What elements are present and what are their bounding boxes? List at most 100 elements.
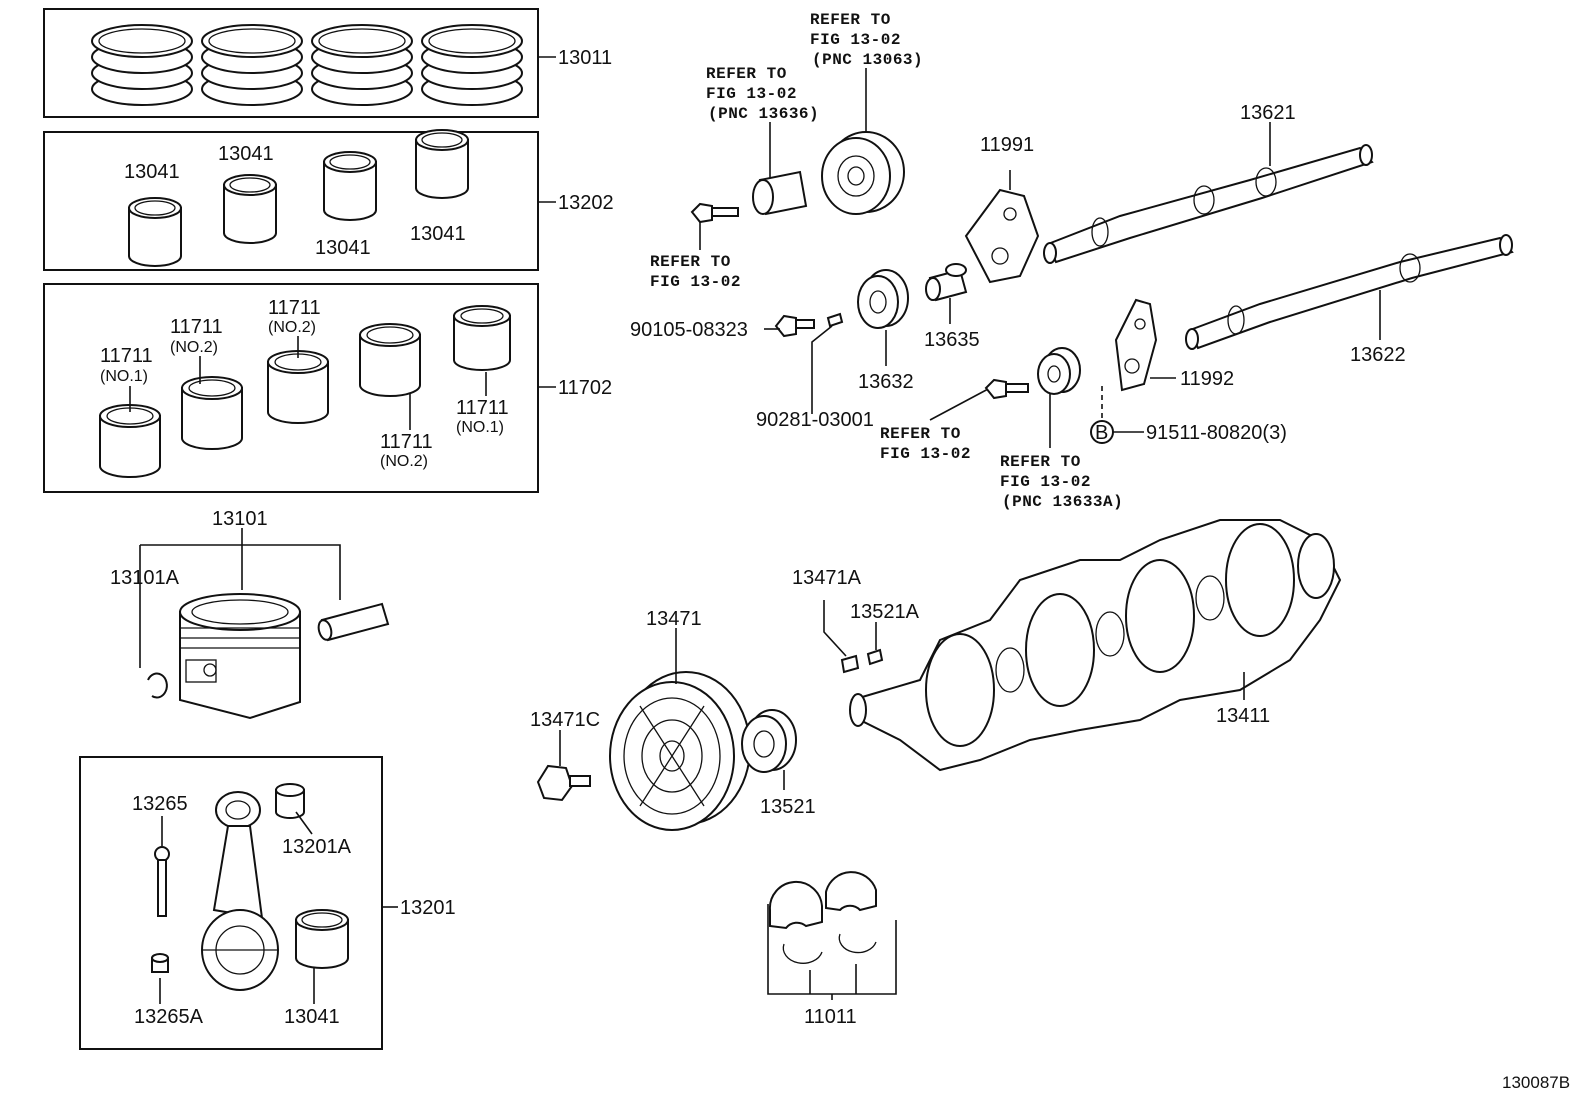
connecting-rod-icon <box>201 791 279 991</box>
cam-gear-icon <box>821 131 905 215</box>
note-refer-bolt-2: REFER TO FIG 13-02 <box>880 387 991 463</box>
bolt-90105-icon <box>774 314 815 338</box>
pn-13101: 13101 <box>212 508 268 530</box>
pn-90281-03001: 90281-03001 <box>756 409 874 431</box>
crank-area: 13471 13471C 13521 13471A 13521A <box>530 519 1342 1028</box>
svg-text:(PNC 13063): (PNC 13063) <box>812 51 923 69</box>
svg-text:FIG 13-02: FIG 13-02 <box>880 445 971 463</box>
pn-13201: 13201 <box>400 897 456 919</box>
svg-text:FIG 13-02: FIG 13-02 <box>650 273 741 291</box>
crank-sprocket-icon <box>741 709 797 773</box>
pn-11991: 11991 <box>980 134 1034 156</box>
camshaft-area: REFER TO FIG 13-02 (PNC 13063) REFER TO … <box>630 11 1514 511</box>
svg-text:FIG 13-02: FIG 13-02 <box>1000 473 1091 491</box>
cam-sleeve-icon <box>752 170 808 216</box>
piston-ring-set-icon <box>91 24 523 106</box>
small-bolt-icon <box>690 202 739 224</box>
note-refer-13636: REFER TO FIG 13-02 (PNC 13636) <box>706 65 819 178</box>
svg-text:FIG 13-02: FIG 13-02 <box>706 85 797 103</box>
crankshaft-icon <box>849 519 1342 772</box>
pn-91511-80820: 91511-80820(3) <box>1146 422 1287 444</box>
pn-13411: 13411 <box>1216 705 1270 727</box>
piston-icon <box>179 593 301 720</box>
key-13471a-icon <box>840 654 860 674</box>
note-refer-13633a: REFER TO FIG 13-02 (PNC 13633A) <box>1000 390 1123 511</box>
piston-assembly: 13101 13101A <box>110 508 390 720</box>
pin-90281-icon <box>826 312 844 328</box>
pn-13041-d: 13041 <box>410 223 466 245</box>
bolt-lower-icon <box>984 378 1029 400</box>
nut-icon <box>151 953 169 973</box>
pulley-bolt-icon <box>536 764 591 802</box>
rod-bearing-set-box: 13202 13041 13041 13041 13041 <box>43 129 614 271</box>
pn-11702: 11702 <box>558 377 612 399</box>
diagram-id: 130087B <box>1502 1073 1570 1092</box>
sleeve-13635-icon <box>925 263 968 302</box>
pn-13621: 13621 <box>1240 102 1296 124</box>
rod-bearing-icon <box>128 129 469 267</box>
pn-11711-no2-c: 11711 <box>380 431 433 453</box>
pn-13521: 13521 <box>760 796 816 818</box>
note-refer-bolt-1: REFER TO FIG 13-02 <box>650 222 741 291</box>
pn-11711-no1-right: 11711 <box>456 397 509 419</box>
sub-no2-a: (NO.2) <box>170 339 218 356</box>
crank-pulley-icon <box>609 671 751 831</box>
pn-13202: 13202 <box>558 192 614 214</box>
svg-text:FIG 13-02: FIG 13-02 <box>810 31 901 49</box>
pn-11711-no2-a: 11711 <box>170 316 223 338</box>
pn-13635: 13635 <box>924 329 980 351</box>
pn-13471: 13471 <box>646 608 702 630</box>
pn-13101a: 13101A <box>110 567 180 589</box>
pn-13521a: 13521A <box>850 601 920 623</box>
thrust-washer-icon <box>768 871 877 964</box>
svg-text:REFER TO: REFER TO <box>1000 453 1081 471</box>
bolt-icon <box>154 846 170 917</box>
connecting-rod-box: 13201 13265 13201A 13 <box>79 756 456 1050</box>
pn-11011: 11011 <box>804 1006 857 1028</box>
cam-plate-11991-icon <box>964 170 1040 284</box>
rod-bush-icon <box>275 783 305 819</box>
sub-no1-left: (NO.1) <box>100 368 148 385</box>
rod-bearing-small-icon <box>295 909 349 969</box>
key-13521a-icon <box>866 648 884 666</box>
svg-text:(PNC 13633A): (PNC 13633A) <box>1002 493 1123 511</box>
pn-90105-08323: 90105-08323 <box>630 319 748 341</box>
pn-13041-c: 13041 <box>315 237 371 259</box>
piston-pin-icon <box>317 602 390 642</box>
sub-no2-b: (NO.2) <box>268 319 316 336</box>
pn-13201a: 13201A <box>282 836 352 858</box>
svg-text:REFER TO: REFER TO <box>650 253 731 271</box>
svg-text:(PNC 13636): (PNC 13636) <box>708 105 819 123</box>
pn-13041-a: 13041 <box>124 161 180 183</box>
svg-text:REFER TO: REFER TO <box>706 65 787 83</box>
pn-13011: 13011 <box>558 47 612 69</box>
pn-11711-no1-left: 11711 <box>100 345 153 367</box>
camshaft-13621-icon <box>1043 144 1374 264</box>
piston-ring-set-box: 13011 <box>43 8 612 118</box>
pn-13471a: 13471A <box>792 567 862 589</box>
gear-13632-icon <box>857 269 909 329</box>
sub-no1-right: (NO.1) <box>456 419 504 436</box>
note-refer-13063: REFER TO FIG 13-02 (PNC 13063) <box>810 11 923 138</box>
svg-text:B: B <box>1095 422 1108 444</box>
pn-13622: 13622 <box>1350 344 1406 366</box>
screw-marker: B <box>1090 420 1114 444</box>
pn-13471c: 13471C <box>530 709 600 731</box>
main-bearing-icon <box>99 305 511 478</box>
pn-13041-b: 13041 <box>218 143 274 165</box>
svg-text:REFER TO: REFER TO <box>810 11 891 29</box>
pn-11711-no2-b: 11711 <box>268 297 321 319</box>
pn-11992: 11992 <box>1180 368 1234 390</box>
pn-13265a: 13265A <box>134 1006 204 1028</box>
pn-13265: 13265 <box>132 793 188 815</box>
pn-13632: 13632 <box>858 371 914 393</box>
cam-plate-11992-icon <box>1114 298 1158 392</box>
svg-text:REFER TO: REFER TO <box>880 425 961 443</box>
main-bearing-set-box: 11702 11711 (NO.1) 11711 (NO.2) 11711 (N… <box>43 283 612 493</box>
sub-no2-c: (NO.2) <box>380 453 428 470</box>
gear-13633a-icon <box>1037 347 1081 395</box>
pn-13041-rod: 13041 <box>284 1006 340 1028</box>
snap-ring-icon <box>147 672 168 699</box>
camshaft-13622-icon <box>1185 234 1514 350</box>
